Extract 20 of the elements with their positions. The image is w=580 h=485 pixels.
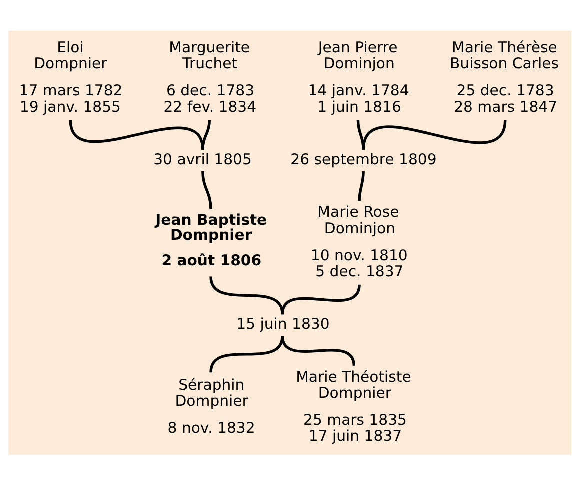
connector [362,119,507,150]
connector [210,335,284,372]
node-text: 26 septembre 1809 [290,150,437,168]
connector [356,120,365,150]
node-text: 15 juin 1830 [236,314,330,333]
node-text: Eloi Dompnier 17 mars 1782 19 janv. 1855 [19,38,123,116]
node-text: Jean Baptiste Dompnier 2 août 1806 [156,210,268,270]
connector [281,284,361,314]
connector [358,170,365,201]
connector [202,120,211,150]
connector [202,170,212,209]
node-text: Marie Théotiste Dompnier 25 mars 1835 17 juin 1837 [296,367,412,445]
node-text: Marguerite Truchet 6 dec. 1783 22 fev. 1834 [164,38,257,116]
node-text: Marie Rose Dominjon 10 nov. 1810 5 dec. 1837 [310,202,408,280]
node-text: Marie Thérèse Buisson Carles 25 dec. 1783 28 mars 1847 [450,38,559,116]
node-text: 30 avril 1805 [154,150,252,168]
connector [281,335,356,366]
connector [210,276,284,314]
node-text: Séraphin Dompnier 8 nov. 1832 [168,375,256,437]
node-text: Jean Pierre Dominjon 14 janv. 1784 1 juin 1816 [308,38,410,116]
